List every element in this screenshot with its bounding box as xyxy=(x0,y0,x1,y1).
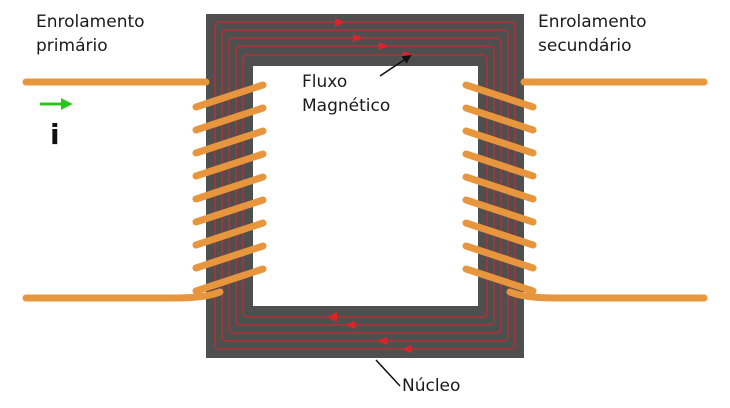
primary-winding-label-line1: Enrolamento xyxy=(36,12,145,32)
flux-leader-line xyxy=(379,55,412,77)
magnetic-flux-label-line1: Fluxo xyxy=(302,72,348,92)
primary-winding-label-line2: primário xyxy=(36,36,108,56)
secondary-winding-label-line1: Enrolamento xyxy=(538,12,647,32)
flux-direction-arrows xyxy=(327,18,413,353)
secondary-winding-label-line2: secundário xyxy=(538,36,632,56)
core-label: Núcleo xyxy=(402,376,461,396)
primary-winding-leads xyxy=(22,78,224,302)
transformer-core xyxy=(206,14,524,358)
core-leader-line xyxy=(375,359,401,387)
primary-winding-label: Enrolamento primário xyxy=(36,10,145,58)
current-symbol: i xyxy=(50,118,60,151)
secondary-winding-label: Enrolamento secundário xyxy=(538,10,647,58)
magnetic-flux-label: Fluxo Magnético xyxy=(302,70,390,118)
secondary-coil xyxy=(462,81,537,295)
primary-coil xyxy=(192,81,267,295)
magnetic-flux-label-line2: Magnético xyxy=(302,96,391,116)
secondary-winding-leads xyxy=(506,78,708,302)
